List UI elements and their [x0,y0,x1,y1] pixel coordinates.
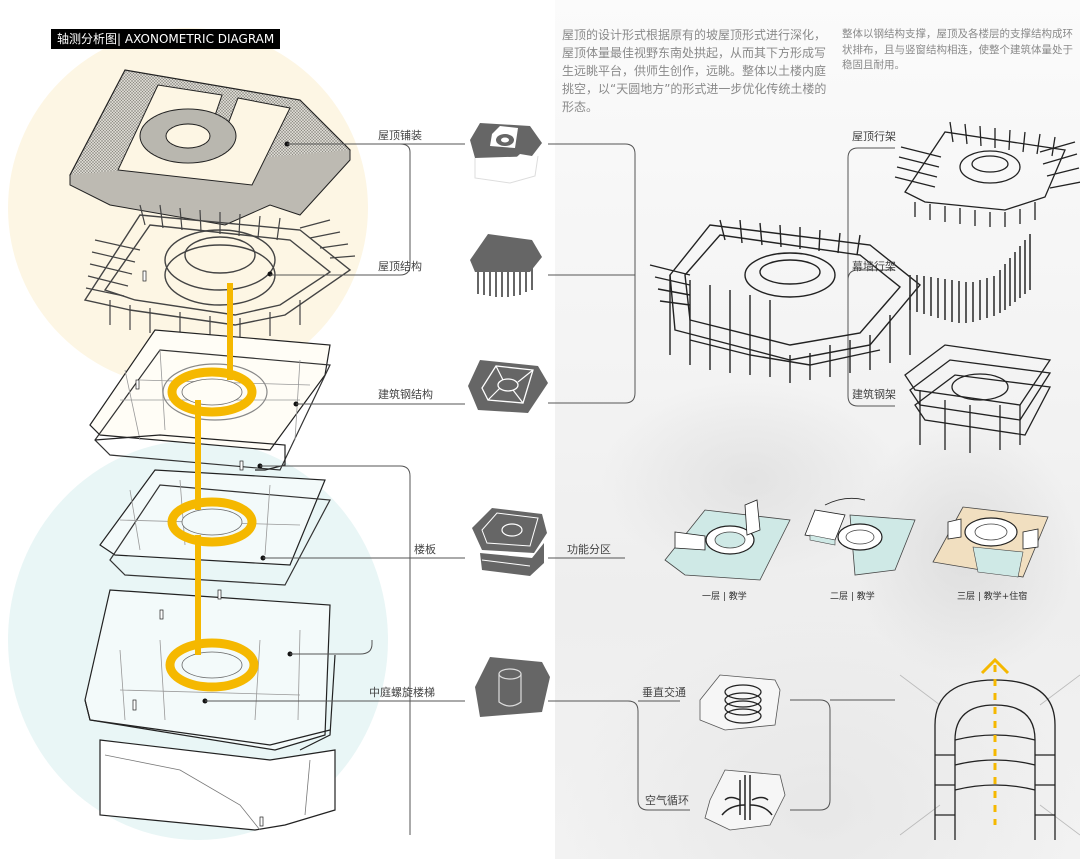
people-figures [132,270,264,827]
building-steel-frame [904,344,1052,453]
roof-structure-layer [83,204,356,340]
label-roof-structure: 屋顶结构 [378,260,422,273]
label-function-zoning: 功能分区 [567,543,611,556]
steel-structure-icon [468,360,548,413]
floor-2-drawing [804,497,916,576]
title-en: AXONOMETRIC DIAGRAM [124,32,275,46]
label-building-steel-frame: 建筑钢架 [852,388,896,401]
vertical-circulation-drawing [699,674,781,731]
label-air-circulation: 空气循环 [645,794,689,807]
diagram-title: 轴测分析图| AXONOMETRIC DIAGRAM [51,29,281,49]
label-floor-2: 二层 | 教学 [830,592,875,602]
second-floor-layer [99,469,331,586]
vertical-circulation-line [195,283,233,655]
label-roof-paving: 屋顶铺装 [378,129,422,142]
roof-structure-icon [470,234,542,297]
combined-roof-frame [649,219,921,383]
label-spiral-stair: 中庭螺旋楼梯 [369,686,435,699]
label-curtain-wall-truss: 幕墙行架 [852,260,896,273]
structure-description: 整体以钢结构支撑，屋顶及各楼层的支撑结构成环状排布，且与竖窗结构相连，使整个建筑… [842,28,1073,71]
label-vertical-circulation: 垂直交通 [642,686,686,699]
label-steel-structure: 建筑钢结构 [378,388,433,401]
floor-slab-icon [472,508,547,576]
foundation-layer [99,739,336,831]
label-roof-truss: 屋顶行架 [852,130,896,143]
curtain-wall-truss [909,234,1031,323]
title-zh: 轴测分析图 [57,32,118,46]
background-fog [560,600,1080,859]
roof-paving-layer [69,69,351,226]
floor-1-drawing [664,499,791,581]
leader-lines [205,143,895,835]
roof-truss-drawing [894,121,1080,227]
air-circulation-drawing [704,769,786,831]
spiral-stair-icon [475,657,550,717]
label-floor-1: 一层 | 教学 [702,592,747,602]
third-floor-layer [89,329,331,471]
roof-paving-icon [470,123,542,184]
label-floor-3: 三层 | 教学+住宿 [957,592,1028,602]
spiral-stair-detail [899,657,1080,840]
floor-3-drawing [932,506,1049,578]
roof-design-description: 屋顶的设计形式根据原有的坡屋顶形式进行深化，屋顶体量最佳视野东南处拱起，从而其下… [562,28,827,114]
label-floor-slab: 楼板 [414,543,436,556]
ground-floor-layer [84,589,336,751]
